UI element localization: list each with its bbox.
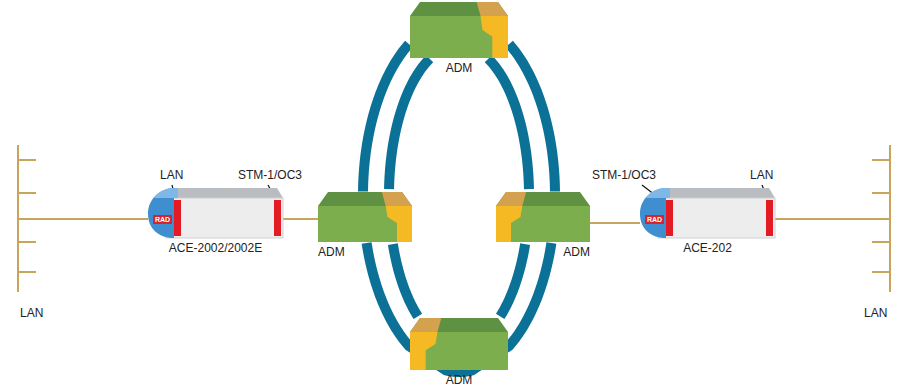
port-label: LAN xyxy=(160,168,183,182)
node-outline xyxy=(496,192,590,242)
node-outline xyxy=(410,318,508,370)
adm-shape xyxy=(318,192,412,242)
sdh-ring-link xyxy=(488,44,555,191)
ace-device-shape xyxy=(148,188,283,238)
node-label: ACE-2002/2002E xyxy=(148,241,283,255)
node-outline xyxy=(148,188,283,238)
node-outline xyxy=(318,192,412,242)
port-label: LAN xyxy=(20,306,43,320)
node-label: ADM xyxy=(410,373,508,387)
node-outline xyxy=(410,2,508,58)
node-label: ADM xyxy=(496,245,590,259)
adm-node: ADM xyxy=(410,2,508,75)
ace-device-shape xyxy=(640,188,775,238)
adm-shape xyxy=(410,318,508,370)
port-label: LAN xyxy=(750,168,773,182)
port-label: LAN xyxy=(864,306,887,320)
adm-node: ADM xyxy=(318,192,412,259)
node-label: ADM xyxy=(318,245,412,259)
adm-node: ADM xyxy=(410,318,508,387)
ethernet-link xyxy=(283,219,318,220)
node-outline xyxy=(640,188,775,238)
port-label: STM-1/OC3 xyxy=(592,168,656,182)
node-label: ADM xyxy=(410,61,508,75)
adm-shape xyxy=(496,192,590,242)
ring-band xyxy=(500,244,525,316)
port-label: STM-1/OC3 xyxy=(238,168,302,182)
lan-bus xyxy=(18,145,890,292)
ring-band xyxy=(488,59,529,189)
ethernet-link xyxy=(590,223,640,224)
ring-band xyxy=(393,244,418,316)
node-label: ACE-202 xyxy=(640,241,775,255)
link-line xyxy=(590,222,640,224)
link-line xyxy=(283,218,318,220)
adm-node: ADM xyxy=(496,192,590,259)
adm-shape xyxy=(410,2,508,58)
brand-logo: RAD xyxy=(153,215,172,224)
brand-logo: RAD xyxy=(645,215,664,224)
sdh-ring-link xyxy=(363,44,430,191)
ring-band xyxy=(389,59,430,189)
